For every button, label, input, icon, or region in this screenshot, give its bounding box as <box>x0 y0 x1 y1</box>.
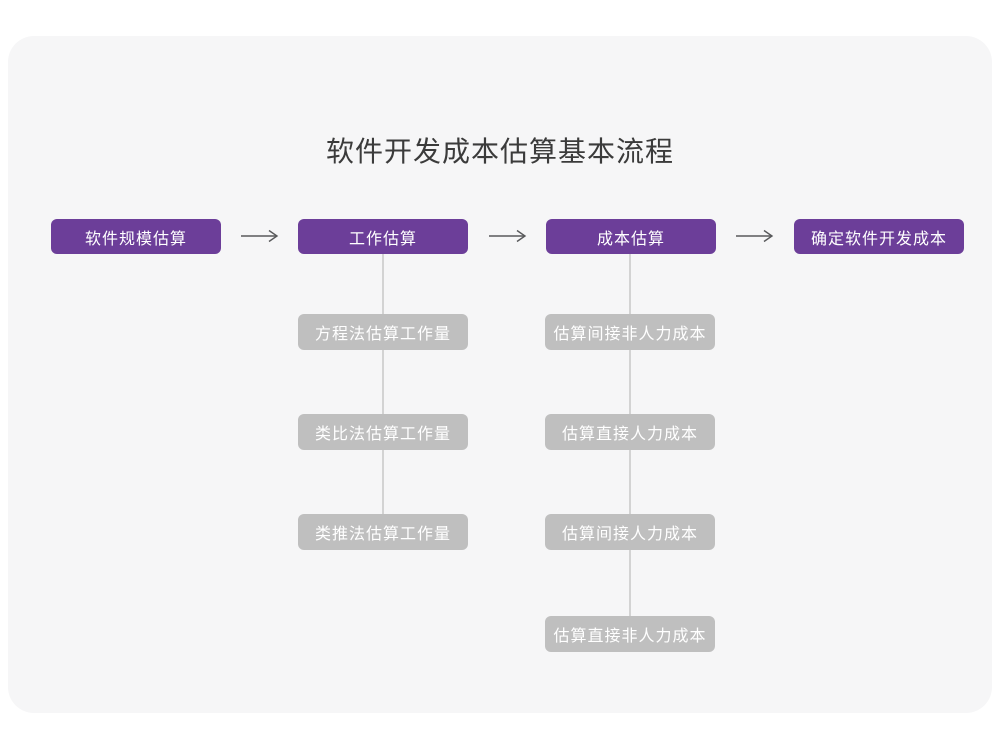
connector-work-estimation <box>382 254 384 532</box>
sub-node-direct-labor-cost: 估算直接人力成本 <box>545 414 715 450</box>
sub-node-direct-nonlabor-cost: 估算直接非人力成本 <box>545 616 715 652</box>
diagram-title: 软件开发成本估算基本流程 <box>325 136 674 167</box>
flow-node-work-estimation: 工作估算 <box>298 219 468 254</box>
sub-node-extrapolation-method: 类推法估算工作量 <box>298 514 468 550</box>
sub-node-analogy-method: 类比法估算工作量 <box>298 414 468 450</box>
diagram-card: 软件开发成本估算基本流程 软件规模估算 工作估算 成本估算 确定软件开发成本 方… <box>8 36 992 713</box>
flow-node-determine-dev-cost: 确定软件开发成本 <box>794 219 964 254</box>
right-arrow-icon <box>488 229 528 243</box>
sub-node-equation-method: 方程法估算工作量 <box>298 314 468 350</box>
flow-node-software-scale-estimation: 软件规模估算 <box>51 219 221 254</box>
right-arrow-icon <box>240 229 280 243</box>
sub-node-indirect-nonlabor-cost: 估算间接非人力成本 <box>545 314 715 350</box>
sub-node-indirect-labor-cost: 估算间接人力成本 <box>545 514 715 550</box>
flow-node-cost-estimation: 成本估算 <box>546 219 716 254</box>
right-arrow-icon <box>735 229 775 243</box>
